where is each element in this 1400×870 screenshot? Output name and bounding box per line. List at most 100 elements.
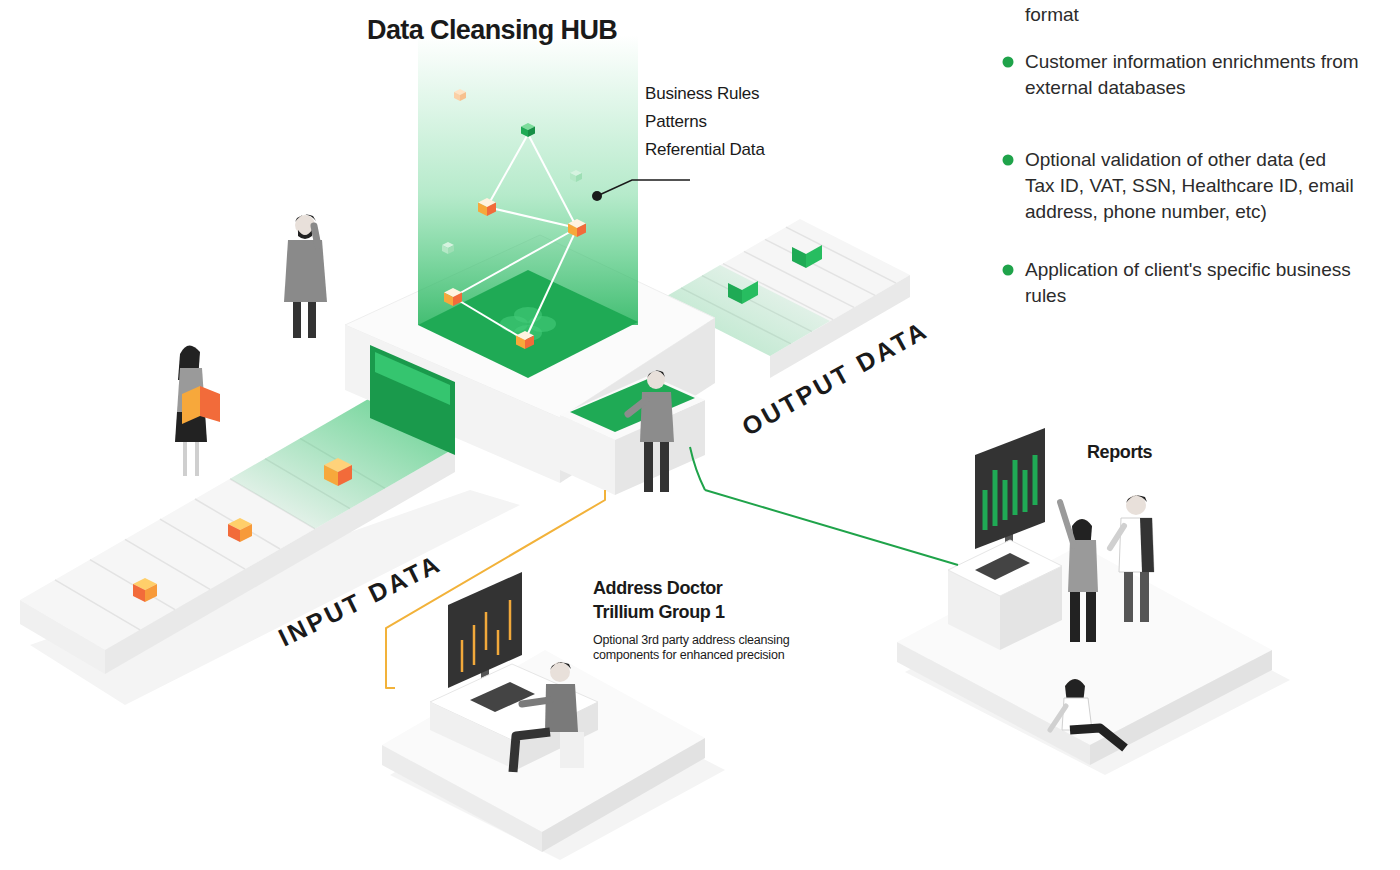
belt-label: INPUT DATA [274, 548, 446, 651]
floating-cube [576, 173, 582, 182]
person-arm [1050, 706, 1066, 730]
reports-station: Reports [958, 430, 1278, 755]
monitor-bar [485, 612, 488, 650]
network-cube [568, 224, 577, 238]
floating-cube [448, 245, 454, 254]
text-column: Reports [1087, 440, 1207, 464]
data-cube [240, 524, 252, 542]
person-leg [293, 302, 301, 338]
belt-slat [90, 560, 175, 610]
person-leg [195, 442, 199, 476]
output-item [728, 283, 742, 304]
input-belt-top [20, 398, 455, 650]
network-line [528, 134, 577, 228]
person-head [550, 662, 570, 682]
person-hair [1126, 495, 1147, 503]
station-platform [382, 650, 705, 832]
person-leg [1140, 572, 1149, 622]
text-column: Address Doctor Trillium Group 1 Optional … [593, 576, 843, 663]
keyboard [470, 682, 535, 712]
label-holder: Application of client's specific busines… [1025, 257, 1360, 309]
bullet-text: Customer information enrichments from ex… [1025, 49, 1360, 101]
station-text: Optional 3rd party address cleansing com… [593, 633, 843, 663]
monitor-bar [1003, 480, 1008, 520]
address-station: Address Doctor Trillium Group 1 Optional … [395, 570, 849, 845]
text-column: Business RulesPatternsReferential Data [645, 80, 805, 164]
monitor [975, 428, 1045, 549]
monitor-bar [983, 490, 988, 530]
belt-slat [765, 239, 875, 295]
network-cube [525, 336, 534, 350]
belt-slat [786, 227, 896, 283]
network-cube [487, 203, 496, 217]
network-cube [528, 127, 535, 138]
hub-base [418, 270, 638, 378]
person-arm [314, 226, 318, 246]
network-line [453, 228, 577, 297]
monitor-bar [1023, 470, 1028, 512]
person-torso [545, 684, 578, 732]
network-cube [521, 127, 528, 138]
data-cube [133, 584, 145, 602]
output-item [806, 245, 822, 268]
person-leg [1070, 592, 1080, 642]
diagram-title: Data Cleansing HUB [367, 14, 617, 46]
network-cube [516, 336, 525, 350]
monitor-bar [1013, 460, 1018, 515]
connector-line [705, 490, 958, 565]
keyboard [975, 553, 1030, 580]
person-hair [550, 662, 571, 670]
network-line [487, 207, 577, 228]
monitor-bar [509, 600, 512, 640]
station-text: Address Doctor Trillium Group 1 [593, 576, 733, 624]
network-lines [453, 134, 577, 340]
belt-slat [160, 519, 245, 569]
belt-slat [195, 499, 280, 549]
person-arm [1110, 526, 1124, 548]
person-arm [522, 700, 550, 704]
floating-cube [442, 245, 448, 254]
person-hair [295, 214, 316, 222]
person-arm [1060, 502, 1074, 546]
monitor-bar [497, 630, 500, 655]
person-leg [308, 302, 316, 338]
monitor-bar [461, 640, 464, 672]
network-cube [453, 293, 462, 307]
rule-label: Patterns [645, 108, 805, 136]
network-line [487, 134, 528, 207]
carried-box [182, 386, 200, 424]
hub-machine: Business RulesPatternsReferential Data [345, 60, 811, 490]
input-belt-end [20, 600, 105, 674]
monitor-bar [473, 625, 476, 665]
monitor-bar [1033, 455, 1038, 505]
label-holder: Optional validation of other data (ed Ta… [1025, 147, 1360, 225]
network-line [453, 297, 525, 340]
desk-face [430, 702, 516, 770]
monitor-bars [462, 600, 510, 672]
network-line [525, 228, 577, 340]
floating-cube [460, 92, 466, 101]
floating-cube [454, 92, 460, 101]
console-top [560, 375, 705, 440]
data-cube [228, 524, 240, 542]
console-wire [690, 447, 705, 490]
label-holder: format [1025, 2, 1365, 28]
station-platform-side [897, 642, 1090, 765]
title-holder: Data Cleansing HUB [367, 14, 617, 46]
leader-line [597, 180, 690, 196]
person-hair [647, 370, 665, 378]
station-platform-side [1090, 650, 1272, 765]
carried-box [200, 386, 220, 422]
label-holder: Customer information enrichments from ex… [1025, 49, 1360, 101]
monitor-bars [985, 455, 1035, 530]
person-leg [1070, 728, 1125, 748]
person-leg [183, 442, 187, 476]
rule-label: Referential Data [645, 136, 805, 164]
person-beard [298, 230, 312, 239]
floating-cube [570, 173, 576, 182]
person-leg [644, 442, 653, 492]
network-cube [444, 293, 453, 307]
monitor-bar [993, 470, 998, 526]
data-cube [338, 465, 352, 486]
